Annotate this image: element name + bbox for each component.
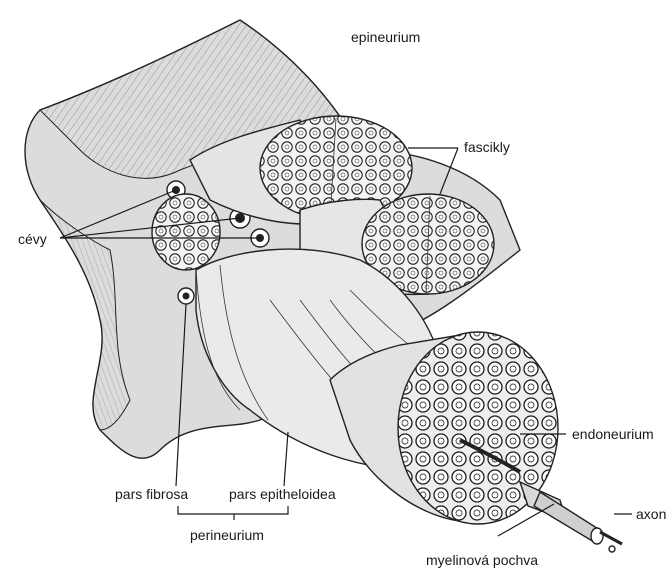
label-cevy: cévy (18, 231, 47, 247)
label-axon: axon (636, 506, 666, 522)
label-pars-epitheloidea: pars epitheloidea (229, 486, 336, 502)
label-epineurium: epineurium (351, 29, 420, 45)
label-endoneurium: endoneurium (572, 426, 654, 442)
label-myelinova-pochva: myelinová pochva (426, 552, 538, 568)
label-pars-fibrosa: pars fibrosa (115, 486, 188, 502)
fascicle-left (152, 194, 220, 270)
exposed-nerve-fiber (520, 482, 622, 552)
label-fascikly: fascikly (464, 139, 510, 155)
label-perineurium: perineurium (190, 527, 264, 543)
